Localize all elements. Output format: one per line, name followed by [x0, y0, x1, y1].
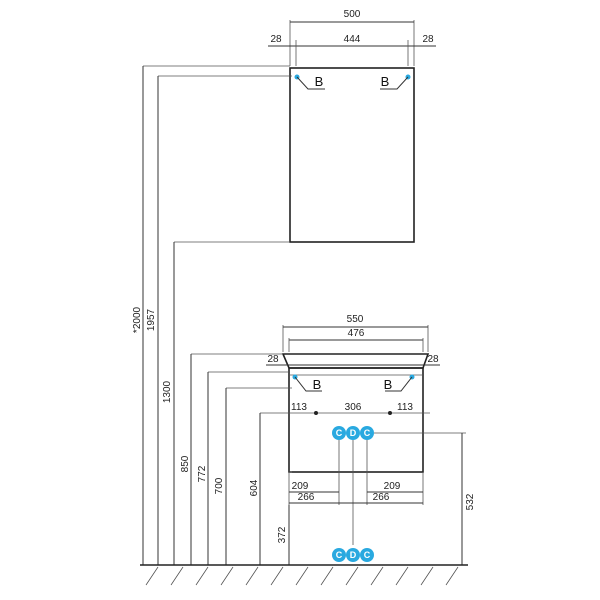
mirror-cabinet: 500 28 444 28 B B	[268, 9, 436, 243]
mount-leader-right	[380, 76, 409, 90]
dim-height-604: 604	[249, 479, 260, 496]
dim-height-532: 532	[465, 493, 476, 510]
vanity-mount-label-right: B	[384, 377, 393, 392]
dim-hole-offset-right: 113	[397, 402, 413, 413]
dim-mirror-side-left: 28	[270, 34, 282, 45]
vanity-mount-label-left: B	[313, 377, 322, 392]
height-dimensions: *2000 1957 1300 850 772 700 604 372	[132, 65, 292, 565]
hole-right	[388, 411, 392, 415]
basin-top	[281, 353, 430, 369]
dim-left-209: 209	[292, 481, 309, 492]
connection-label-d2: D	[350, 550, 357, 560]
vanity-unit: 550 476 28 28 B B 113 306 113 C D C	[260, 314, 476, 565]
connection-label-c3: C	[336, 550, 343, 560]
connection-c-right-lower	[360, 548, 374, 562]
dim-hole-spacing: 306	[345, 402, 362, 413]
dim-vanity-side-left: 28	[267, 354, 279, 365]
connections-upper: C D C	[332, 426, 374, 440]
dim-height-1957: 1957	[146, 308, 157, 331]
connection-d-lower	[346, 548, 360, 562]
dim-height-700: 700	[214, 477, 225, 494]
connection-label-c2: C	[364, 428, 371, 438]
dim-height-2000: *2000	[132, 306, 143, 333]
connection-c-left-upper	[332, 426, 346, 440]
dim-mirror-width: 500	[344, 9, 361, 20]
floor	[140, 564, 468, 586]
vanity-body	[288, 367, 424, 473]
dim-height-1300: 1300	[162, 380, 173, 403]
dim-right-209: 209	[384, 481, 401, 492]
mount-leader-left	[296, 76, 325, 90]
connection-label-c4: C	[364, 550, 371, 560]
connection-c-right-upper	[360, 426, 374, 440]
mount-label-right: B	[381, 74, 390, 89]
connections-lower: C D C	[332, 548, 374, 562]
connection-c-left-lower	[332, 548, 346, 562]
connection-d-upper	[346, 426, 360, 440]
connection-label-d1: D	[350, 428, 357, 438]
dim-height-372: 372	[277, 526, 288, 543]
dim-mirror-side-right: 28	[422, 34, 434, 45]
dim-mirror-inner: 444	[344, 34, 361, 45]
dim-vanity-side-right: 28	[427, 354, 439, 365]
hole-left	[314, 411, 318, 415]
dim-left-266: 266	[298, 492, 315, 503]
dim-vanity-inner: 476	[348, 328, 365, 339]
connection-label-c1: C	[336, 428, 343, 438]
mount-label-left: B	[315, 74, 324, 89]
dim-right-266: 266	[373, 492, 390, 503]
dim-height-772: 772	[197, 465, 208, 482]
floor-hatching	[145, 566, 459, 586]
dim-hole-offset-left: 113	[291, 402, 307, 413]
dim-height-850: 850	[180, 455, 191, 472]
dim-vanity-width: 550	[347, 314, 364, 325]
mirror-cabinet-outline	[289, 67, 415, 243]
